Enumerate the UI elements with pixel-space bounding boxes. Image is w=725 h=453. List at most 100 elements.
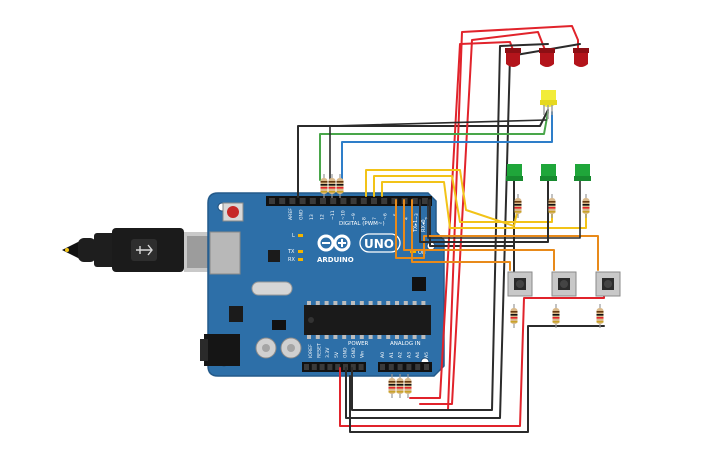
wire-gnd-buttons[interactable] — [349, 325, 605, 433]
pin-label: 13 — [309, 214, 315, 220]
model-label: UNO — [364, 237, 394, 251]
header-pin[interactable] — [343, 364, 348, 370]
wire-orange-button-2[interactable] — [403, 199, 555, 271]
pin-label: ~6 — [383, 213, 389, 220]
resistor-button-3[interactable] — [596, 304, 604, 328]
pin-label: ~10 — [341, 210, 347, 220]
header-pin[interactable] — [327, 364, 333, 370]
header-pin[interactable] — [269, 198, 275, 204]
resistor-rgb-green[interactable] — [328, 174, 336, 198]
wire-red-led-2[interactable] — [419, 31, 546, 405]
header-pin[interactable] — [319, 364, 325, 370]
header-pin[interactable] — [380, 364, 385, 370]
header-pin[interactable] — [424, 364, 429, 370]
header-pin[interactable] — [289, 198, 296, 204]
red-led-1[interactable] — [505, 48, 521, 67]
resistor-button-1[interactable] — [510, 304, 518, 328]
arduino-uno-board[interactable]: ARDUINO UNO DIGITAL (PWM~) POWER ANALOG … — [200, 192, 445, 377]
header-pin[interactable] — [330, 198, 337, 204]
pin-label: RESET — [317, 343, 323, 358]
wire-orange-button-1[interactable] — [411, 199, 511, 271]
header-pin[interactable] — [350, 198, 357, 204]
header-pin[interactable] — [371, 198, 377, 204]
wire-black-button-1[interactable] — [429, 199, 515, 275]
brand-label: ARDUINO — [317, 256, 354, 264]
pushbutton-3[interactable] — [595, 271, 621, 297]
header-pin[interactable] — [360, 198, 367, 204]
header-pin[interactable] — [299, 198, 306, 204]
resistor-button-2[interactable] — [552, 304, 560, 328]
green-led-2[interactable] — [540, 164, 557, 181]
pin-label: GND — [299, 209, 305, 220]
resistor-green-2[interactable] — [548, 194, 556, 218]
header-pin[interactable] — [391, 198, 398, 204]
wire-black-rgb[interactable] — [329, 119, 547, 181]
green-led-3[interactable] — [574, 164, 591, 181]
atmega-microcontroller — [304, 301, 431, 339]
pin-label: GND — [351, 347, 357, 358]
pin-label: Vin — [360, 351, 366, 358]
header-pin[interactable] — [381, 198, 388, 204]
resistor-green-1[interactable] — [514, 194, 522, 218]
header-pin[interactable] — [279, 198, 286, 204]
header-pin[interactable] — [335, 364, 341, 370]
tx-label: TX — [287, 249, 295, 255]
wire-black-green-2[interactable] — [419, 179, 549, 243]
uno-badge: UNO — [359, 233, 401, 253]
led-tx — [298, 250, 303, 253]
wire-blue-rgb[interactable] — [341, 111, 553, 181]
pin-label: 4 — [404, 217, 410, 220]
power-label: POWER — [348, 341, 369, 347]
power-header — [302, 362, 366, 372]
resistor-rgb-blue[interactable] — [336, 174, 344, 198]
wire-gnd-yellow-led[interactable] — [297, 109, 549, 198]
header-pin[interactable] — [309, 198, 316, 204]
led-l — [298, 234, 303, 237]
usb-chip — [268, 250, 280, 262]
rgb-led[interactable] — [540, 90, 557, 119]
header-pin[interactable] — [388, 364, 394, 370]
header-pin[interactable] — [320, 198, 326, 204]
header-pin[interactable] — [422, 198, 428, 204]
wire-black-green-3[interactable] — [427, 179, 581, 239]
pin-label: 12 — [320, 214, 326, 220]
header-pin[interactable] — [397, 364, 403, 370]
wire-yellow-green-3[interactable] — [381, 181, 587, 229]
pin-label: 7 — [372, 217, 378, 220]
icsp-header — [272, 277, 426, 330]
red-led-2[interactable] — [539, 48, 555, 67]
header-pin[interactable] — [406, 364, 412, 370]
green-led-1[interactable] — [506, 164, 523, 181]
resistor-red-3[interactable] — [404, 374, 412, 398]
resistor-rgb-red[interactable] — [320, 174, 328, 198]
header-pin[interactable] — [304, 364, 309, 370]
wire-black-red-led-return[interactable] — [351, 43, 549, 411]
capacitor — [280, 337, 302, 359]
capacitor — [255, 337, 277, 359]
resistor-green-3[interactable] — [582, 194, 590, 218]
usb-receptacle — [209, 231, 241, 275]
tx-pin-label: TX▸1 — [413, 220, 419, 233]
wire-green-rgb[interactable] — [319, 111, 549, 181]
wire-5v-buttons[interactable] — [339, 289, 605, 427]
red-led-3[interactable] — [573, 48, 589, 67]
reset-button[interactable] — [222, 202, 244, 222]
pin-label: 8 — [362, 217, 368, 220]
pushbutton-2[interactable] — [551, 271, 577, 297]
header-pin[interactable] — [350, 364, 356, 370]
digital-header — [266, 196, 432, 206]
header-pin[interactable] — [358, 364, 364, 370]
wire-orange-button-3[interactable] — [395, 199, 599, 271]
header-pin[interactable] — [415, 364, 421, 370]
resistor-red-1[interactable] — [388, 374, 396, 398]
resistor-red-2[interactable] — [396, 374, 404, 398]
wire-yellow-green-2[interactable] — [373, 175, 553, 223]
header-pin[interactable] — [311, 364, 317, 370]
wire-black-red-led-return-2[interactable] — [345, 43, 581, 419]
header-pin[interactable] — [411, 198, 418, 204]
pin-label: A3 — [406, 352, 412, 358]
pushbutton-1[interactable] — [507, 271, 533, 297]
header-pin[interactable] — [340, 198, 347, 204]
